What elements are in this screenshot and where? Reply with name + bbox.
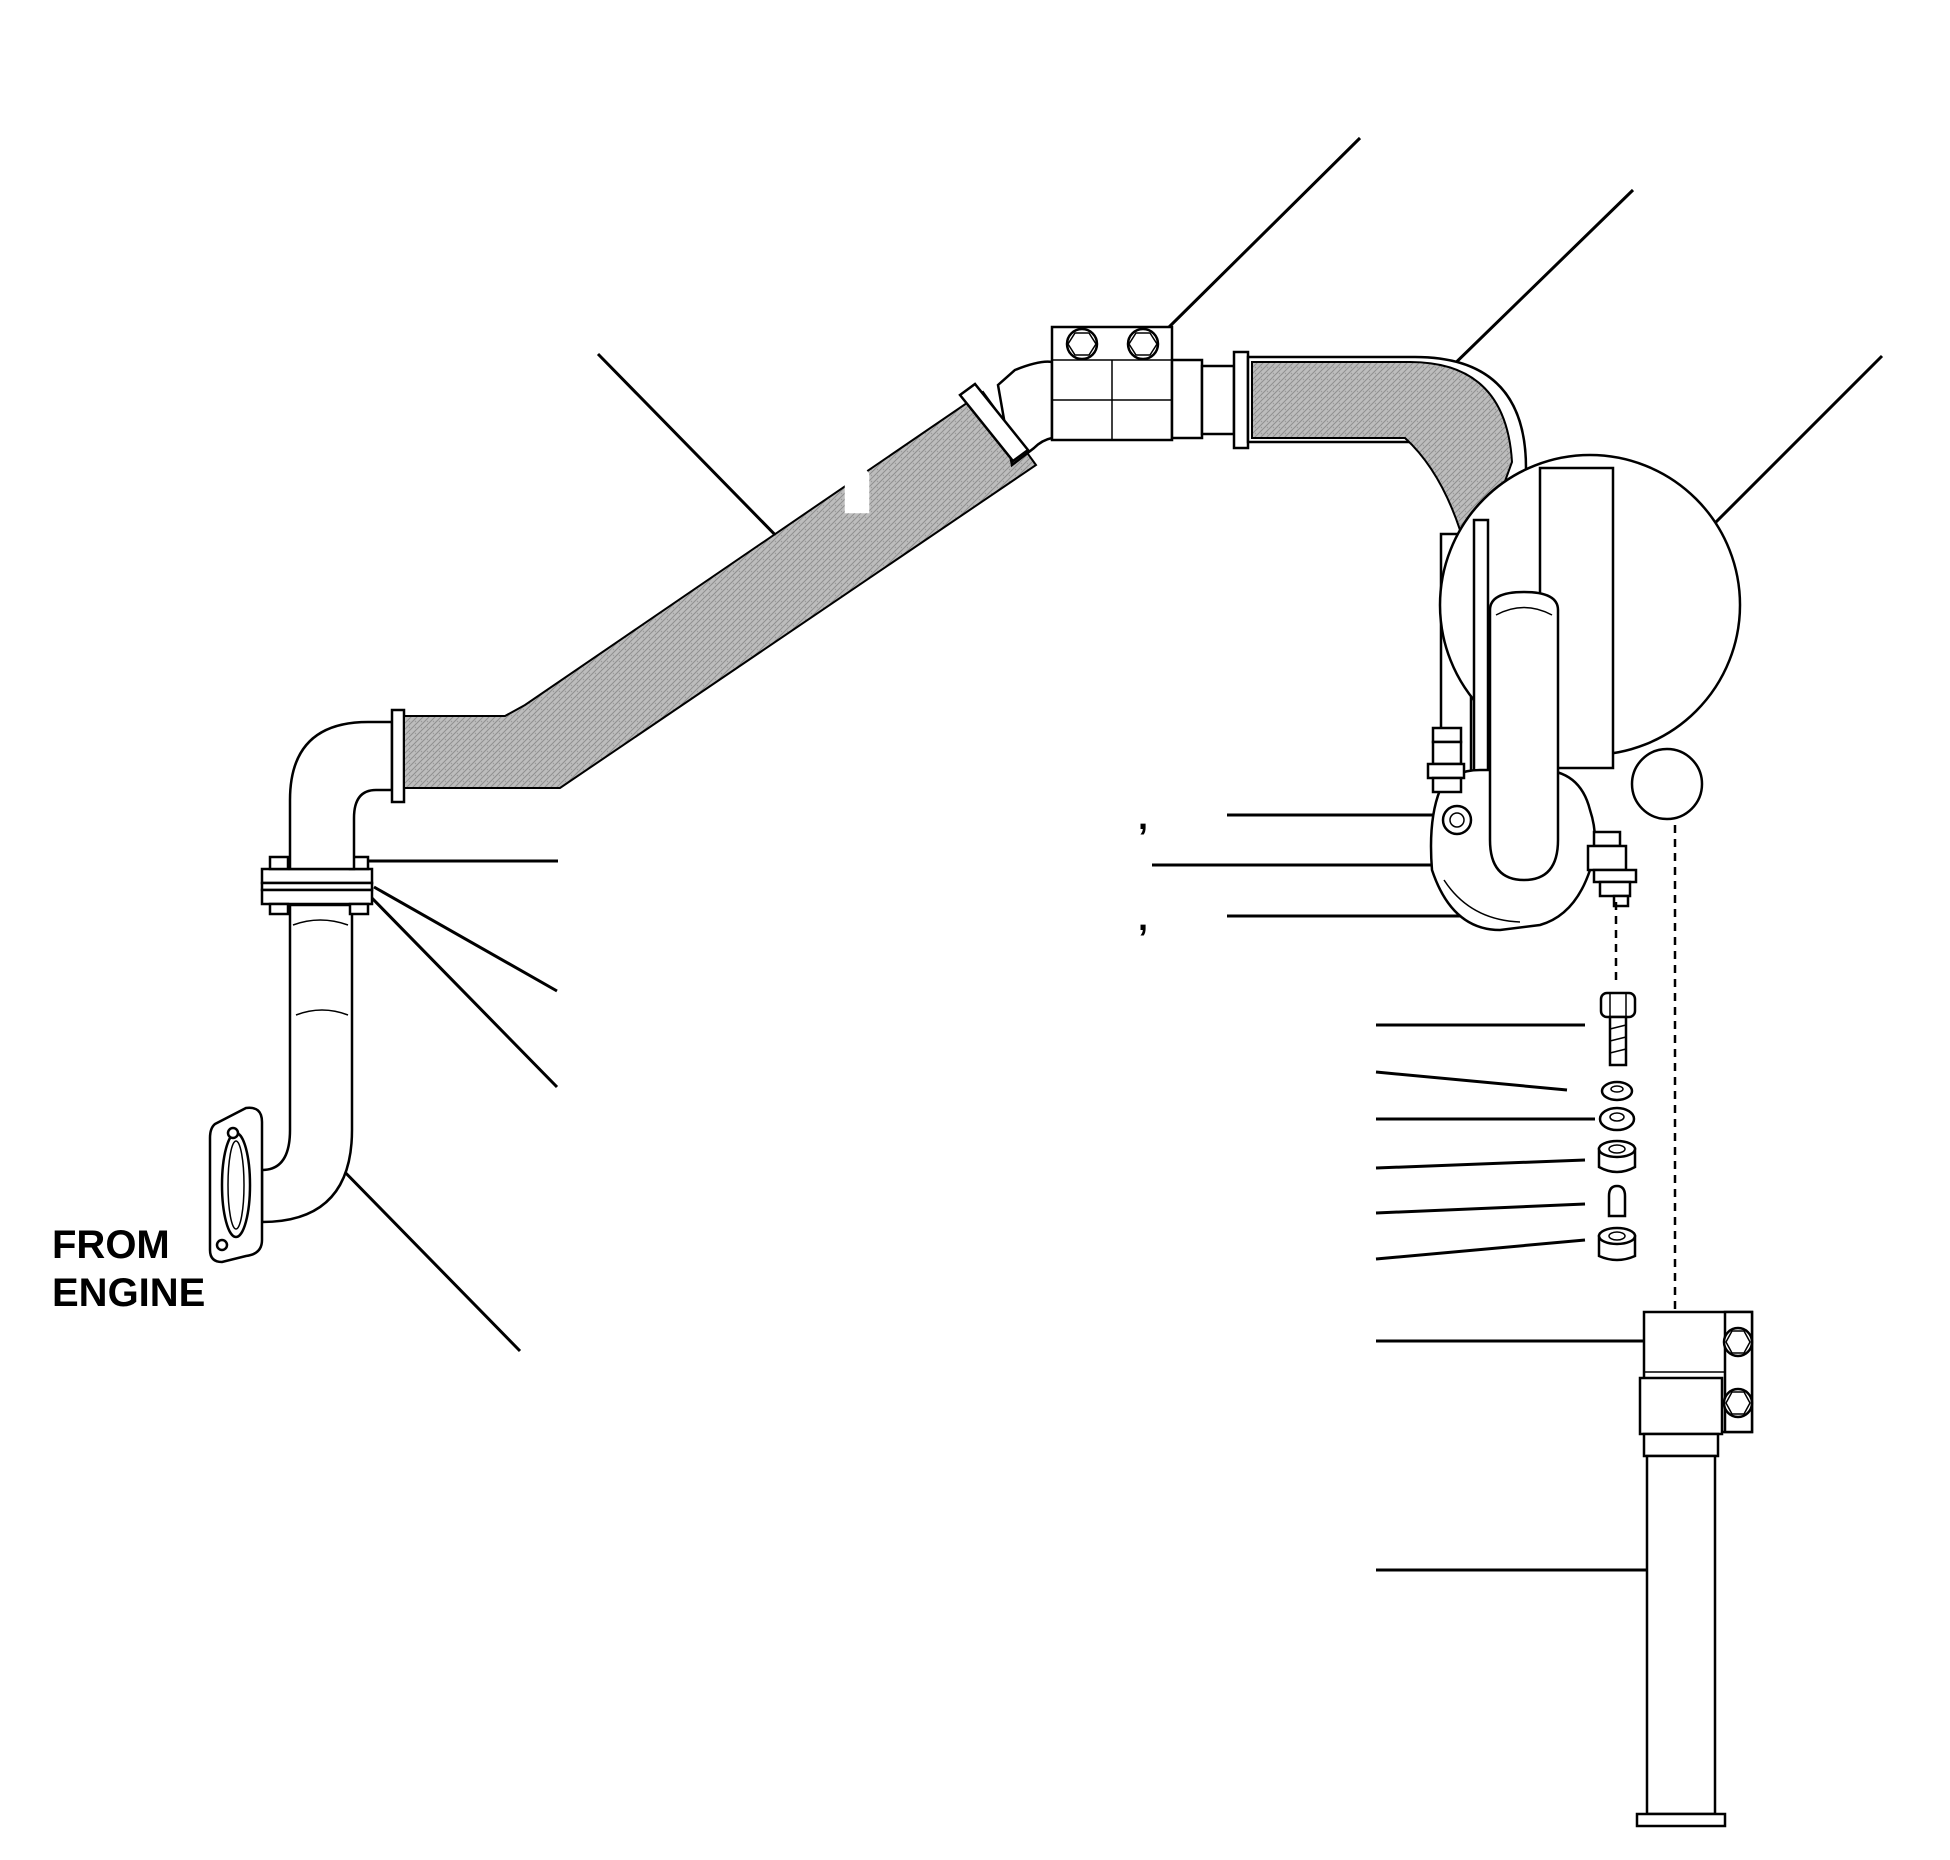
lock-washer-icon bbox=[1600, 1080, 1634, 1102]
flange-plate-top bbox=[260, 867, 374, 885]
flange-nut-left bbox=[268, 902, 290, 916]
upper-wrapped-pipe bbox=[1251, 361, 1514, 532]
hardware-stack bbox=[1597, 991, 1637, 1262]
muffler-inlet-tube bbox=[1488, 590, 1560, 882]
leader-hex-nut bbox=[1375, 1158, 1586, 1170]
bracket-bolt-right bbox=[1592, 830, 1622, 848]
top-clamp bbox=[1050, 325, 1250, 450]
from-engine-label: FROM ENGINE bbox=[52, 1221, 205, 1317]
leader-flange-nut bbox=[365, 891, 559, 1089]
leader-grommet bbox=[1375, 1238, 1586, 1261]
grommet-icon bbox=[1597, 1226, 1637, 1262]
long-wrapped-pipe bbox=[403, 390, 1038, 789]
bolt-icon bbox=[1599, 991, 1637, 1067]
from-engine-label-line1: FROM bbox=[52, 1223, 170, 1267]
tailpipe-clamp-bolt-bottom-icon bbox=[1722, 1387, 1754, 1419]
flange-bolt-head-left bbox=[268, 855, 290, 871]
leader-long-wrapped-pipe bbox=[596, 352, 790, 550]
engine-elbow-pipe bbox=[208, 903, 354, 1264]
leader-spacer bbox=[1375, 1202, 1586, 1215]
wrap-tag bbox=[844, 462, 870, 514]
from-engine-label-line2: ENGINE bbox=[52, 1271, 206, 1315]
muffler-outlet-tube bbox=[1630, 747, 1704, 821]
flange-nut-right bbox=[348, 902, 370, 916]
upper-bend bbox=[958, 360, 1054, 468]
flange-joint bbox=[260, 855, 374, 916]
tailpipe bbox=[1645, 1454, 1717, 1816]
callout-mark-upper: , bbox=[1138, 796, 1149, 837]
bracket-bolt-left bbox=[1431, 726, 1463, 744]
clamp-bolt-right-icon bbox=[1126, 327, 1160, 361]
flange-plate-bottom bbox=[260, 888, 374, 906]
leader-upper-wrapped-pipe bbox=[1438, 188, 1635, 380]
tailpipe-clamp-bolt-top-icon bbox=[1722, 1326, 1754, 1358]
coupling-upper-left bbox=[958, 382, 1030, 463]
engine-flange-port bbox=[220, 1131, 252, 1239]
muffler bbox=[1426, 453, 1742, 932]
tailpipe-base bbox=[1635, 1812, 1727, 1828]
leader-clamp-top bbox=[1160, 136, 1362, 336]
tailpipe-assembly bbox=[1635, 1310, 1754, 1828]
leader-lines bbox=[332, 136, 1884, 1572]
leader-lock-washer bbox=[1375, 1070, 1568, 1092]
tailpipe-sleeve bbox=[1638, 1376, 1724, 1436]
callout-mark-lower: , bbox=[1138, 897, 1149, 938]
leader-muffler bbox=[1688, 354, 1884, 550]
upper-left-elbow bbox=[288, 708, 406, 871]
leader-engine-elbow bbox=[332, 1159, 522, 1353]
coupling-upper-right bbox=[1232, 350, 1250, 450]
coupling-left bbox=[390, 708, 406, 804]
hex-nut-icon bbox=[1597, 1139, 1637, 1174]
drain-fitting bbox=[1441, 804, 1473, 836]
clamp-bolt-left-icon bbox=[1065, 327, 1099, 361]
spacer-icon bbox=[1607, 1184, 1627, 1218]
muffler-end-band-inner bbox=[1472, 518, 1490, 802]
flat-washer-icon bbox=[1598, 1106, 1636, 1132]
leader-gasket bbox=[373, 885, 558, 993]
